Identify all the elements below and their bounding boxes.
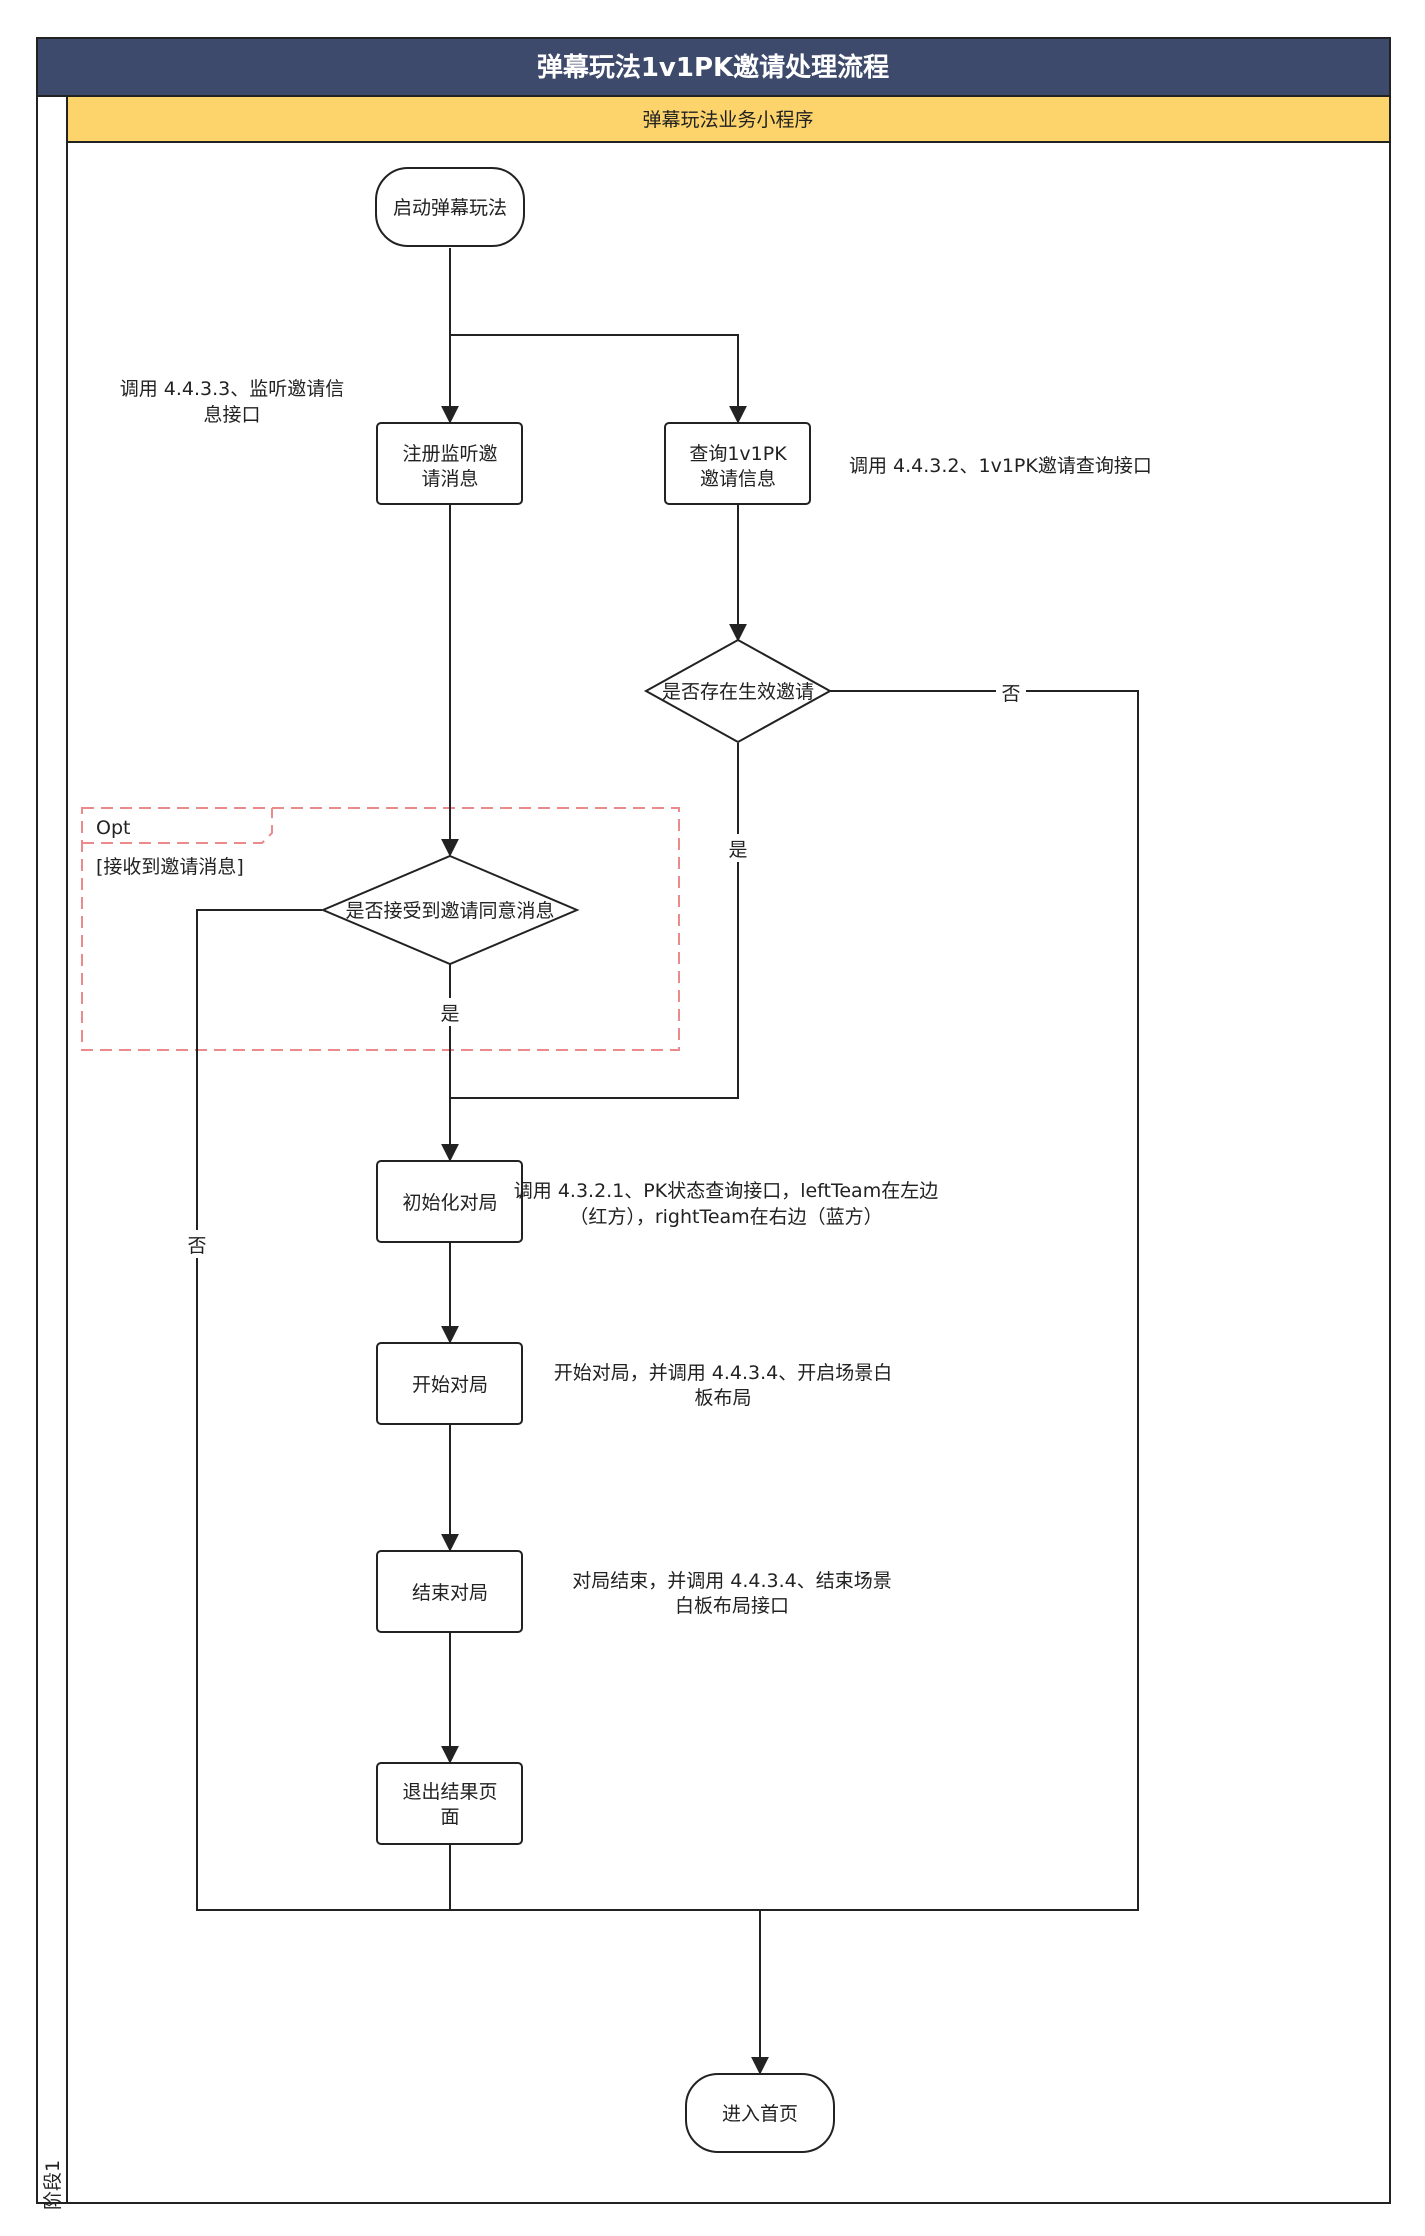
home-label: 进入首页 [722,2103,798,2125]
register-listener-node: 注册监听邀 请消息 [376,422,523,505]
edges [196,248,1139,2075]
edge-start-to-query [450,334,747,424]
note-end-1: 对局结束，并调用 4.4.3.4、结束场景 [572,1570,892,1592]
lane-title: 弹幕玩法业务小程序 [642,109,813,131]
exists-decision-label: 是否存在生效邀请 [662,681,814,703]
note-end-2: 白板布局接口 [675,1595,789,1617]
exit-result-node: 退出结果页 面 [376,1762,523,1845]
edge-labels: 否 是 是 否 [182,678,1026,1258]
nodes: 启动弹幕玩法 注册监听邀 请消息 查询1v1PK 邀请信息 是否存在生效邀请 是… [320,167,835,2153]
edge-exit-to-merge [449,1843,760,1911]
label-exists-yes: 是 [728,839,747,861]
pool-title: 弹幕玩法1v1PK邀请处理流程 [537,53,889,83]
start-node: 启动弹幕玩法 [375,167,525,247]
opt-frame-guard: [接收到邀请消息] [96,856,244,878]
accept-decision-label: 是否接受到邀请同意消息 [345,900,554,922]
accept-decision-node: 是否接受到邀请同意消息 [320,854,580,966]
query-invite-node: 查询1v1PK 邀请信息 [664,422,811,505]
exists-decision-node: 是否存在生效邀请 [643,638,833,744]
note-start-1: 开始对局，并调用 4.4.3.4、开启场景白 [554,1362,893,1384]
query-invite-label-2: 邀请信息 [700,468,776,490]
query-invite-label-1: 查询1v1PK [689,443,787,465]
end-game-node: 结束对局 [376,1550,523,1633]
stage-label: 阶段1 [42,2160,64,2210]
note-init-2: （红方），rightTeam在右边（蓝方） [569,1206,882,1228]
label-exists-no: 否 [1001,683,1020,705]
annotations: 调用 4.4.3.3、监听邀请信 息接口 调用 4.4.3.2、1v1PK邀请查… [120,378,1152,1617]
lane-header [66,95,1391,143]
note-register-1: 调用 4.4.3.3、监听邀请信 [120,378,345,400]
pool-header [36,37,1391,97]
swimlane-lane: 弹幕玩法业务小程序 [66,95,1391,143]
note-query: 调用 4.4.3.2、1v1PK邀请查询接口 [849,455,1152,477]
label-accept-yes: 是 [440,1003,459,1025]
start-game-label: 开始对局 [412,1374,488,1396]
edge-exists-no [760,690,1139,1911]
start-node-label: 启动弹幕玩法 [393,197,507,219]
label-accept-no: 否 [187,1235,206,1257]
exit-result-label-1: 退出结果页 [402,1781,497,1803]
opt-frame-tag: Opt [96,817,130,839]
register-listener-label-1: 注册监听邀 [402,443,497,465]
pool-border [36,37,1391,2204]
init-game-label: 初始化对局 [402,1192,497,1214]
note-start-2: 板布局 [694,1387,751,1409]
swimlane-pool: 弹幕玩法1v1PK邀请处理流程 阶段1 [36,37,1391,2210]
opt-frame: Opt [接收到邀请消息] [81,807,680,1051]
end-game-label: 结束对局 [412,1582,488,1604]
note-init-1: 调用 4.3.2.1、PK状态查询接口，leftTeam在左边 [514,1180,938,1202]
exit-result-label-2: 面 [440,1806,459,1828]
register-listener-label-2: 请消息 [421,468,478,490]
note-register-2: 息接口 [203,404,260,426]
home-node: 进入首页 [685,2073,835,2153]
init-game-node: 初始化对局 [376,1160,523,1243]
start-game-node: 开始对局 [376,1342,523,1425]
